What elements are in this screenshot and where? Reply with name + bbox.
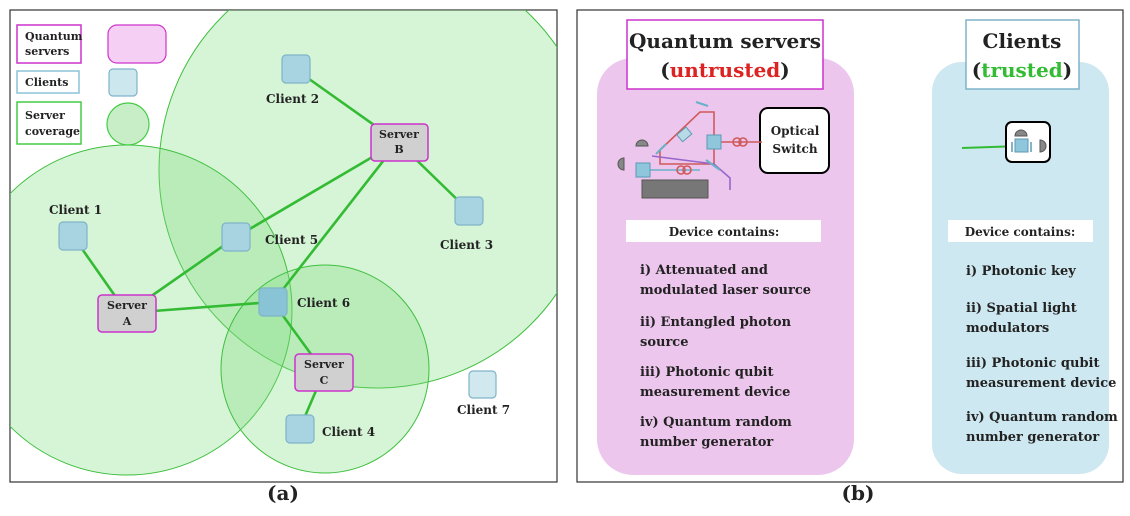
server-device-header-box bbox=[626, 220, 821, 242]
server-c-line2: C bbox=[320, 374, 329, 387]
server-item-4-line2: number generator bbox=[640, 435, 773, 450]
client-3-node bbox=[454, 196, 484, 226]
optical-switch-box bbox=[759, 107, 830, 174]
client-2-label: Client 2 bbox=[266, 92, 319, 106]
legend-coverage-line1: Server bbox=[25, 109, 65, 122]
client-2-node bbox=[281, 54, 311, 84]
server-b-line2: B bbox=[394, 143, 403, 156]
client-7-node bbox=[468, 370, 497, 399]
trusted-label: trusted bbox=[981, 58, 1063, 82]
beam-splitter-2 bbox=[635, 162, 651, 178]
server-item-3-line2: measurement device bbox=[640, 385, 790, 400]
mirror-1 bbox=[695, 101, 709, 107]
entangled-path bbox=[651, 155, 731, 190]
panel-b: Quantum servers (untrusted) Optical Swit… bbox=[576, 9, 1124, 505]
server-item-1-line1: i) Attenuated and bbox=[640, 263, 768, 278]
server-device-list: i) Attenuated and modulated laser source… bbox=[640, 263, 811, 450]
server-a-box bbox=[97, 294, 157, 333]
server-c-box bbox=[294, 353, 354, 392]
legend-servers-line1: Quantum bbox=[25, 30, 83, 43]
fiber-coil-1a bbox=[732, 137, 742, 147]
photodetector-2 bbox=[635, 139, 649, 147]
client-detector-top bbox=[1014, 129, 1028, 137]
client-3-label: Client 3 bbox=[440, 238, 493, 252]
server-node-b: Server B bbox=[370, 123, 429, 162]
legend-servers-line2: servers bbox=[25, 45, 69, 58]
server-node-a: Server A bbox=[97, 294, 157, 333]
server-item-3-line1: iii) Photonic qubit bbox=[640, 365, 773, 380]
client-5-label: Client 5 bbox=[265, 233, 318, 247]
client-5-node bbox=[221, 222, 251, 252]
client-1-label: Client 1 bbox=[49, 203, 102, 217]
client-optics-schematic bbox=[961, 121, 1051, 163]
client-device-list: i) Photonic key ii) Spatial light modula… bbox=[966, 264, 1118, 445]
client-detector-right bbox=[1039, 139, 1047, 153]
client-4-label: Client 4 bbox=[322, 425, 375, 439]
server-b-line1: Server bbox=[379, 128, 419, 141]
client-subtitle: (trusted) bbox=[972, 58, 1072, 82]
client-4-node bbox=[285, 414, 315, 444]
client-beam-splitter bbox=[1014, 138, 1029, 153]
mirror-3 bbox=[705, 159, 721, 171]
server-subtitle: (untrusted) bbox=[660, 58, 790, 82]
client-item-2-line1: ii) Spatial light bbox=[966, 301, 1077, 316]
client-item-3-line2: measurement device bbox=[966, 376, 1116, 391]
beam-splitter-1 bbox=[706, 134, 722, 150]
untrusted-label: untrusted bbox=[670, 58, 781, 82]
server-title: Quantum servers bbox=[629, 29, 821, 53]
client-item-4-line2: number generator bbox=[966, 430, 1099, 445]
server-title-box bbox=[626, 19, 824, 90]
laser-source-block bbox=[641, 179, 709, 199]
optical-switch-line1: Optical bbox=[771, 124, 820, 138]
photodetector-1 bbox=[617, 157, 625, 171]
client-item-4-line1: iv) Quantum random bbox=[966, 410, 1118, 425]
fiber-coil-1b bbox=[738, 137, 748, 147]
legend-clients-label: Clients bbox=[25, 76, 68, 89]
legend-clients-box bbox=[16, 70, 80, 94]
client-item-2-line2: modulators bbox=[966, 321, 1049, 336]
fiber-coil-2b bbox=[682, 165, 692, 175]
mirror-2 bbox=[655, 143, 667, 155]
fiber-coil-2a bbox=[676, 165, 686, 175]
server-c-line1: Server bbox=[304, 358, 344, 371]
client-title: Clients bbox=[983, 29, 1062, 53]
server-item-2-line1: ii) Entangled photon bbox=[640, 315, 792, 330]
client-6-label: Client 6 bbox=[297, 296, 350, 310]
client-device-header: Device contains: bbox=[965, 225, 1076, 239]
client-device-header-box bbox=[948, 220, 1093, 242]
client-7-label: Client 7 bbox=[457, 403, 510, 417]
server-device-header: Device contains: bbox=[669, 225, 780, 239]
client-item-3-line1: iii) Photonic qubit bbox=[966, 356, 1099, 371]
server-b-box bbox=[370, 123, 429, 162]
server-item-2-line2: source bbox=[640, 335, 688, 350]
client-labels: Client 2 Client 3 Client 1 Client 5 Clie… bbox=[49, 92, 510, 439]
panel-a: Quantum servers Clients Server coverage … bbox=[9, 9, 558, 505]
server-optics-schematic: Optical Switch bbox=[617, 101, 830, 199]
client-device-panel bbox=[932, 62, 1109, 474]
link-serverb-client6 bbox=[271, 141, 400, 303]
legend-servers-box bbox=[16, 24, 82, 64]
modulator bbox=[676, 126, 693, 143]
client-nodes bbox=[58, 54, 497, 444]
panel-b-caption: (b) bbox=[842, 481, 875, 505]
legend-coverage-swatch bbox=[106, 102, 150, 146]
server-item-1-line2: modulated laser source bbox=[640, 283, 811, 298]
panel-a-frame bbox=[9, 9, 558, 483]
legend: Quantum servers Clients Server coverage bbox=[16, 24, 167, 146]
legend-client-swatch bbox=[108, 68, 138, 97]
server-node-c: Server C bbox=[294, 353, 354, 392]
optical-switch-line2: Switch bbox=[772, 142, 817, 156]
client-1-node bbox=[58, 221, 88, 251]
server-a-line1: Server bbox=[107, 299, 147, 312]
client-title-box bbox=[965, 19, 1080, 90]
client-6-node bbox=[258, 287, 288, 317]
server-a-line2: A bbox=[122, 315, 132, 328]
server-item-4-line1: iv) Quantum random bbox=[640, 415, 792, 430]
panel-a-caption: (a) bbox=[267, 481, 299, 505]
legend-coverage-box bbox=[16, 101, 82, 145]
legend-coverage-line2: coverage bbox=[25, 125, 80, 138]
legend-server-swatch bbox=[107, 24, 167, 64]
client-item-1-line1: i) Photonic key bbox=[966, 264, 1076, 279]
